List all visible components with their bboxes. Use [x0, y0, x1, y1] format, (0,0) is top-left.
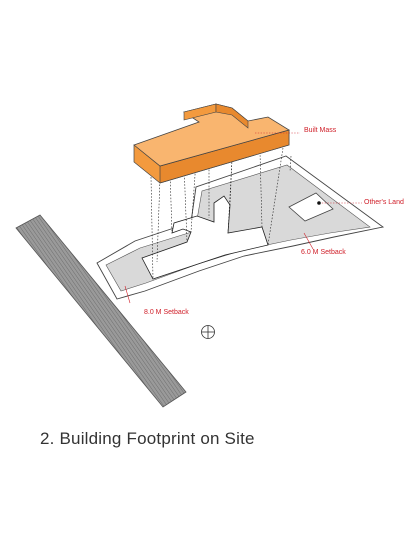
compass-icon [201, 325, 215, 339]
road-strip [15, 214, 187, 408]
label-built-mass: Built Mass [304, 127, 337, 134]
others-land-plot [288, 192, 334, 222]
annotation-leaders [124, 132, 362, 304]
projection-lines [150, 147, 292, 280]
others-land-marker [317, 201, 321, 205]
setback-area [105, 164, 371, 292]
diagram-caption: 2. Building Footprint on Site [40, 429, 255, 448]
built-mass [133, 103, 290, 184]
label-side-setback: 6.0 M Setback [301, 249, 346, 256]
label-front-setback: 8.0 M Setback [144, 309, 189, 316]
building-footprint [141, 195, 269, 280]
label-others-land: Other's Land [364, 199, 404, 206]
